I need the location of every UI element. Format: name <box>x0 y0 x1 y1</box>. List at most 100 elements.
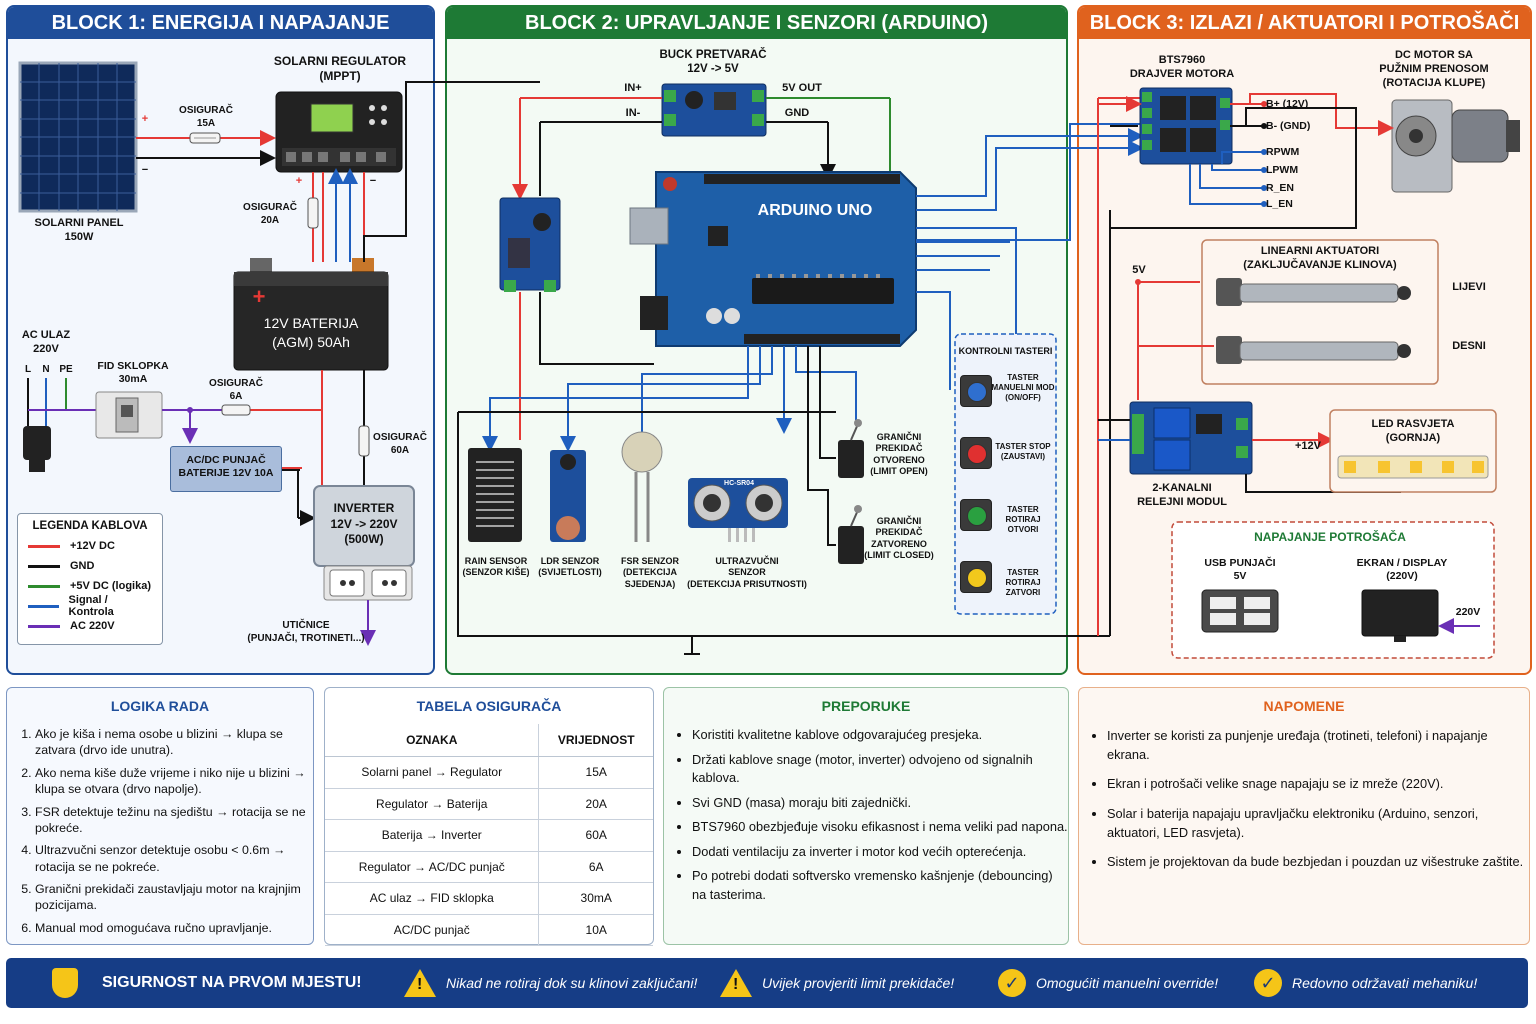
ldr-sensor-icon <box>550 450 586 542</box>
table-cell: 60A <box>538 819 653 852</box>
rotate-open-button[interactable] <box>960 499 992 531</box>
fuse-table-panel: TABELA OSIGURAČA OZNAKA VRIJEDNOST Solar… <box>324 687 654 946</box>
driver-pin-ren: R_EN <box>1266 182 1295 194</box>
driver-pin-lines <box>1189 101 1267 207</box>
buttons-title: KONTROLNI TASTERI <box>958 346 1053 356</box>
v220-label: 220V <box>1455 606 1481 618</box>
led-strip-icon <box>1337 455 1489 479</box>
legend-item: +12V DC <box>28 536 152 556</box>
linear-actuator-right-icon <box>1216 336 1411 364</box>
rain-sensor-label: RAIN SENSOR (SENZOR KIŠE) <box>462 556 530 578</box>
list-item: Dodati ventilaciju za inverter i motor k… <box>692 843 1068 862</box>
rain-sensor-icon <box>468 448 522 542</box>
legend-label: GND <box>70 560 95 572</box>
legend-item: AC 220V <box>28 616 152 636</box>
shield-icon <box>52 968 78 998</box>
ultrasonic-sensor-label: ULTRAZVUČNI SENZOR (DETEKCIJA PRISUTNOST… <box>687 556 807 589</box>
buck-converter-icon <box>661 83 767 137</box>
logic-item: Ako nema kiše duže vrijeme i niko nije u… <box>35 765 313 798</box>
charger-label: AC/DC PUNJAČ BATERIJE 12V 10A <box>178 454 274 480</box>
banner-item-text: Omogućiti manuelni override! <box>1036 975 1219 991</box>
v12-label: +12V <box>1295 440 1321 452</box>
driver-pin-lpwm: LPWM <box>1266 164 1299 176</box>
socket-icon <box>371 569 407 597</box>
battery-plus-label: + <box>252 284 266 309</box>
driver-pin-bplus: B+ (12V) <box>1266 98 1309 110</box>
rotate-open-button-label: TASTER ROTIRAJ OTVORI <box>1005 505 1041 534</box>
actuator-right-label: DESNI <box>1452 340 1486 352</box>
battery-icon <box>233 258 389 371</box>
banner-title-group: SIGURNOST NA PRVOM MJESTU! <box>52 958 362 1008</box>
legend-label: Signal / Kontrola <box>68 594 114 618</box>
actuators-label: LINEARNI AKTUATORI (ZAKLJUČAVANJE KLINOV… <box>1243 245 1397 271</box>
regulator-label: SOLARNI REGULATOR (MPPT) <box>273 54 407 83</box>
relay-label: 2-KANALNI RELEJNI MODUL <box>1137 482 1227 508</box>
stop-button[interactable] <box>960 437 992 469</box>
legend-title: LEGENDA KABLOVA <box>32 520 148 532</box>
fuse-table-title: TABELA OSIGURAČA <box>416 698 562 714</box>
safety-banner: SIGURNOST NA PRVOM MJESTU! ! Nikad ne ro… <box>6 958 1528 1008</box>
motor-label: DC MOTOR SA PUŽNIM PRENOSOM (ROTACIJA KL… <box>1379 49 1489 89</box>
ac-plug-icon <box>23 426 51 472</box>
linear-actuator-left-icon <box>1216 278 1411 306</box>
driver-pin-bminus: B- (GND) <box>1266 120 1311 132</box>
buck-pin-in-minus: IN- <box>625 107 641 119</box>
notes-list: Inverter se koristi za punjenje uređaja … <box>1079 726 1529 871</box>
list-item: Solar i baterija napajaju upravljačku el… <box>1107 804 1529 842</box>
banner-item: ! Nikad ne rotiraj dok su klinovi zaklju… <box>404 958 697 1008</box>
ac-pin-pe: PE <box>59 364 73 375</box>
list-item: Svi GND (masa) moraju biti zajednički. <box>692 794 1068 813</box>
check-icon: ✓ <box>998 969 1026 997</box>
table-cell: 6A <box>538 851 653 883</box>
fuse-60a-icon <box>358 425 370 457</box>
list-item: Ekran i potrošači velike snage napajaju … <box>1107 774 1529 793</box>
table-cell: 10A <box>538 914 653 946</box>
rcd-label: FID SKLOPKA 30mA <box>97 360 169 386</box>
block2-title: BLOCK 2: UPRAVLJANJE I SENZORI (ARDUINO) <box>447 7 1066 39</box>
fuse-table: OZNAKA VRIJEDNOST Solarni panel → Regula… <box>325 724 653 946</box>
table-cell: Solarni panel → Regulator <box>325 756 540 789</box>
usb-label: USB PUNJAČI 5V <box>1204 557 1276 583</box>
ldr-sensor-label: LDR SENZOR (SVIJETLOSTI) <box>538 556 602 578</box>
fuse-6a-label: OSIGURAČ 6A <box>209 378 263 402</box>
table-cell: 20A <box>538 788 653 820</box>
buck-pin-in-plus: IN+ <box>624 82 642 94</box>
consumers-title: NAPAJANJE POTROŠAČA <box>1254 530 1406 544</box>
fuse-15a-label: OSIGURAČ 15A <box>179 105 233 129</box>
block1-title: BLOCK 1: ENERGIJA I NAPAJANJE <box>8 7 433 39</box>
buck-label: BUCK PRETVARAČ 12V -> 5V <box>659 49 767 76</box>
limit-closed-label: GRANIČNI PREKIDAČ ZATVORENO (LIMIT CLOSE… <box>864 516 934 560</box>
block3-title: BLOCK 3: IZLAZI / AKTUATORI I POTROŠAČI <box>1079 7 1530 39</box>
dc-motor-icon <box>1391 99 1520 193</box>
list-item: Sistem je projektovan da bude bezbjedan … <box>1107 852 1529 871</box>
limit-switch-closed-icon <box>838 505 864 564</box>
button-cap <box>967 568 987 588</box>
fuse-60a-label: OSIGURAČ 60A <box>373 432 427 456</box>
manual-mode-button[interactable] <box>960 375 992 407</box>
screen-label: EKRAN / DISPLAY (220V) <box>1356 557 1448 583</box>
battery-label: 12V BATERIJA (AGM) 50Ah <box>263 315 359 350</box>
logic-list: Ako je kiša i nema osobe u blizini → klu… <box>7 726 313 936</box>
fsr-sensor-label: FSR SENZOR (DETEKCIJA SJEDENJA) <box>620 556 679 589</box>
inverter-icon <box>313 485 415 601</box>
legend-item: GND <box>28 556 152 576</box>
table-header-row: OZNAKA VRIJEDNOST <box>325 724 653 757</box>
rotate-close-button-label: TASTER ROTIRAJ ZATVORI <box>1005 568 1041 597</box>
driver-pin-rpwm: RPWM <box>1266 146 1300 158</box>
solar-panel-icon <box>18 61 138 213</box>
table-cell: Regulator → Baterija <box>325 788 540 820</box>
list-item: BTS7960 obezbjeđuje visoku efikasnost i … <box>692 818 1068 837</box>
regulator-plus-label: + <box>295 175 303 187</box>
notes-panel: NAPOMENE Inverter se koristi za punjenje… <box>1078 687 1530 945</box>
rotate-close-button[interactable] <box>960 561 992 593</box>
led-label: LED RASVJETA (GORNJA) <box>1371 418 1455 444</box>
fuse-20a-label: OSIGURAČ 20A <box>243 202 297 226</box>
legend-item: Signal / Kontrola <box>28 594 152 618</box>
banner-item: ! Uvijek provjeriti limit prekidače! <box>720 958 954 1008</box>
arduino-label: ARDUINO UNO <box>757 202 873 219</box>
check-icon: ✓ <box>1254 969 1282 997</box>
v5-label: 5V <box>1132 264 1146 276</box>
buck-pin-gnd: GND <box>784 107 810 119</box>
banner-item-text: Redovno održavati mehaniku! <box>1292 975 1478 991</box>
